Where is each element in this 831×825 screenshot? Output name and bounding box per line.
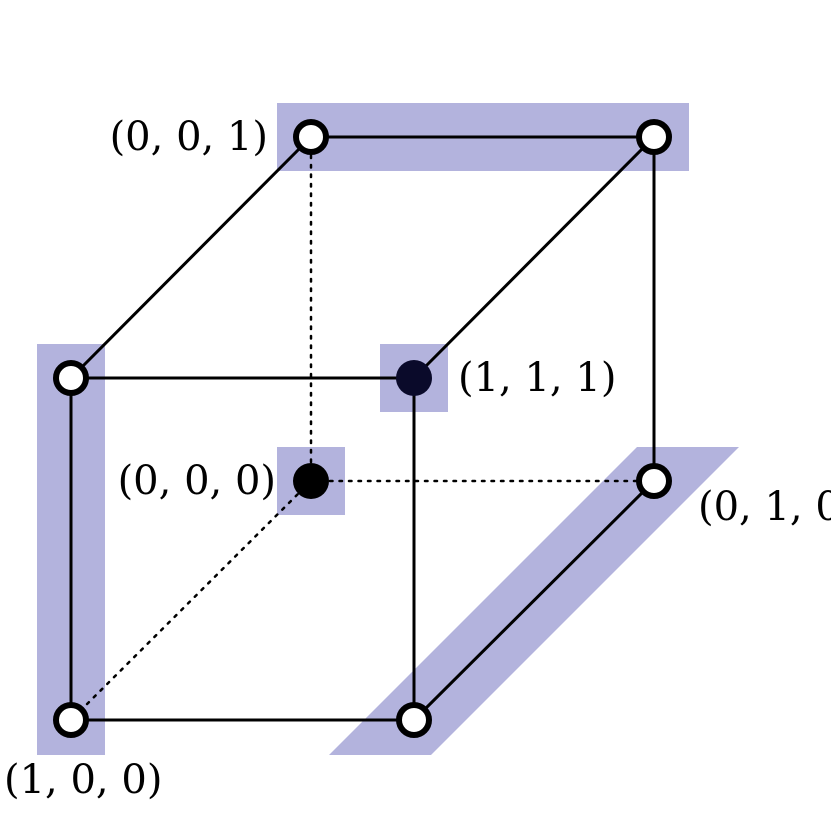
hidden-edge-000-100 (69, 479, 313, 722)
label-111: (1, 1, 1) (458, 355, 616, 401)
edge-top-right (412, 135, 656, 380)
label-001: (0, 0, 1) (110, 114, 268, 160)
highlight-regions (37, 103, 739, 755)
edge-bottom-right (412, 479, 656, 722)
vertex-100-open (53, 702, 89, 738)
vertices (53, 119, 672, 738)
vertex-front-top-left-open (53, 360, 89, 396)
visible-edges (69, 135, 656, 722)
label-000: (0, 0, 0) (118, 458, 276, 504)
label-010: (0, 1, 0) (698, 484, 831, 530)
vertex-top-right-open (636, 119, 672, 155)
edge-top-left (69, 135, 313, 380)
vertex-labels: (0, 0, 1) (1, 1, 1) (0, 0, 0) (0, 1, 0) … (4, 114, 831, 803)
vertex-010-open (636, 463, 672, 499)
vertex-front-bottom-right-open (396, 702, 432, 738)
hidden-edges (69, 135, 656, 722)
vertex-000-filled (293, 463, 329, 499)
vertex-001-open (293, 119, 329, 155)
vertex-111-filled (396, 360, 432, 396)
label-100: (1, 0, 0) (4, 757, 162, 803)
